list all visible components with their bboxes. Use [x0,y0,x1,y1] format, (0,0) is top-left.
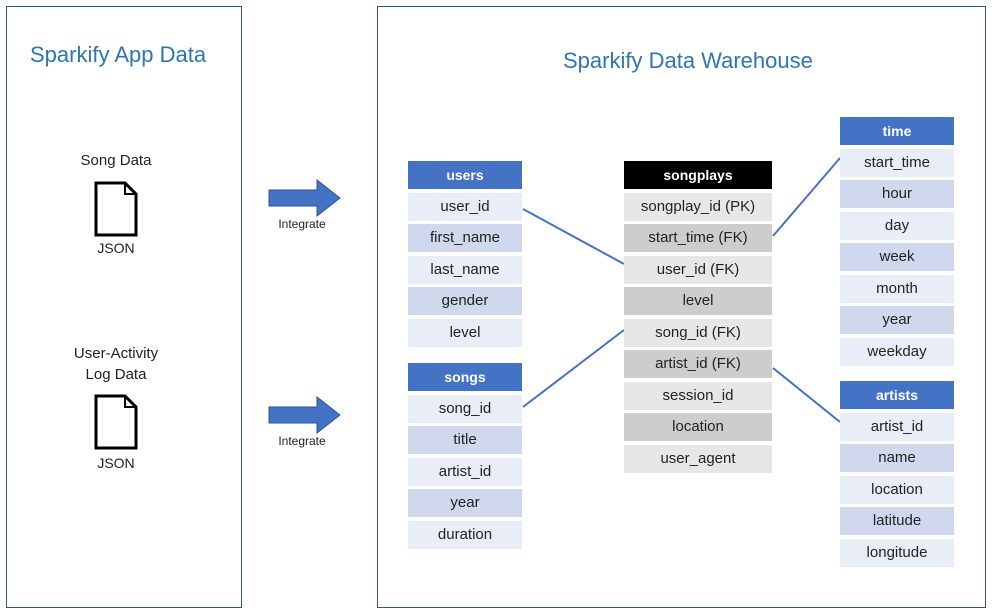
time-column: hour [840,180,954,208]
artists-column: artist_id [840,412,954,441]
right-arrow-icon [268,396,341,434]
songplays-time-link [772,157,841,237]
artists-table-header: artists [840,381,954,409]
app-data-title: Sparkify App Data [30,42,207,67]
users-column: first_name [408,224,522,252]
time-table-header: time [840,117,954,145]
songplays-column: level [624,287,772,315]
app-data-panel [6,6,242,608]
time-column: start_time [840,148,954,177]
songplays-column: user_id (FK) [624,255,772,284]
users-songplays-link [522,208,625,265]
songplays-table: songplays songplay_id (PK) start_time (F… [624,161,772,473]
log-data-json-label: JSON [97,455,135,471]
users-column: last_name [408,255,522,284]
songs-column: song_id [408,394,522,423]
songplays-table-header: songplays [624,161,772,189]
time-column: weekday [840,337,954,366]
time-column: year [840,306,954,334]
log-data-label: User-Activity Log Data [36,343,196,385]
document-icon [94,394,138,450]
artists-column: location [840,475,954,504]
users-table-header: users [408,161,522,189]
document-icon [94,181,138,237]
song-data-json-label: JSON [97,240,135,256]
artists-column: longitude [840,538,954,567]
songplays-artists-link [772,367,841,423]
integrate-label: Integrate [278,434,326,448]
songs-column: year [408,489,522,517]
songplays-column: location [624,413,772,441]
users-column: user_id [408,192,522,221]
songs-column: artist_id [408,457,522,486]
song-data-label: Song Data [80,152,152,169]
users-column: gender [408,287,522,315]
right-arrow-icon [268,179,341,217]
songplays-column: start_time (FK) [624,224,772,252]
songplays-column: user_agent [624,444,772,473]
artists-table: artists artist_id name location latitude… [840,381,954,567]
time-column: day [840,211,954,240]
songplays-column: song_id (FK) [624,318,772,347]
songs-column: duration [408,520,522,549]
songplays-column: songplay_id (PK) [624,192,772,221]
time-table: time start_time hour day week month year… [840,117,954,366]
songs-songplays-link [522,329,625,408]
songs-table-header: songs [408,363,522,391]
log-data-label-text: User-Activity Log Data [73,345,159,383]
warehouse-title: Sparkify Data Warehouse [563,48,813,73]
artists-column: latitude [840,507,954,535]
songplays-column: session_id [624,381,772,410]
integrate-label: Integrate [278,217,326,231]
songs-table: songs song_id title artist_id year durat… [408,363,522,549]
songplays-column: artist_id (FK) [624,350,772,378]
time-column: month [840,274,954,303]
songs-column: title [408,426,522,454]
users-column: level [408,318,522,347]
users-table: users user_id first_name last_name gende… [408,161,522,347]
time-column: week [840,243,954,271]
artists-column: name [840,444,954,472]
